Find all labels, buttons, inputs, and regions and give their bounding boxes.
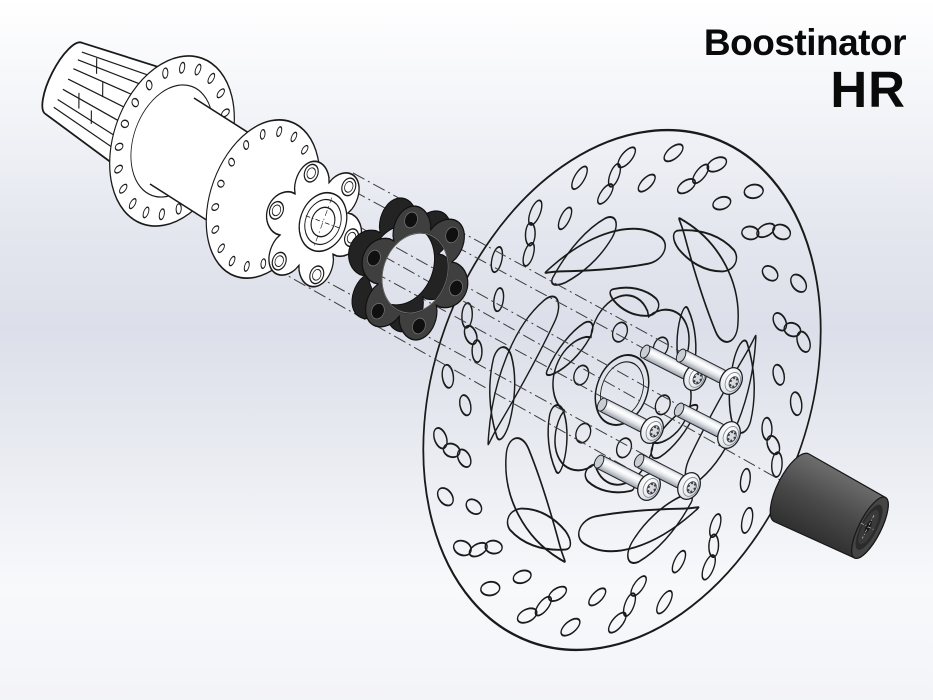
rotor-bolt	[633, 453, 701, 501]
product-title: Boostinator HR	[703, 22, 907, 118]
hub-bearing	[298, 191, 348, 253]
rotor-center-spider	[552, 294, 692, 486]
rotor-outer-edge	[422, 128, 822, 652]
end-cap-center-mark	[860, 515, 876, 539]
disc-brake-rotor	[422, 128, 822, 652]
rotor-bolt	[675, 348, 743, 396]
rotor-cutouts	[467, 179, 762, 601]
rotor-bolt	[593, 454, 661, 502]
axle-end-cap	[769, 452, 889, 560]
rotor-bolts	[593, 344, 743, 502]
rotor-rim-holes	[433, 143, 811, 637]
product-title-line1: Boostinator	[703, 22, 907, 63]
product-title-line2: HR	[830, 60, 906, 118]
rotor-bolt	[673, 402, 741, 450]
boost-rotor-spacer	[348, 197, 469, 341]
rear-hub	[41, 41, 363, 288]
rotor-bolt	[596, 397, 664, 445]
